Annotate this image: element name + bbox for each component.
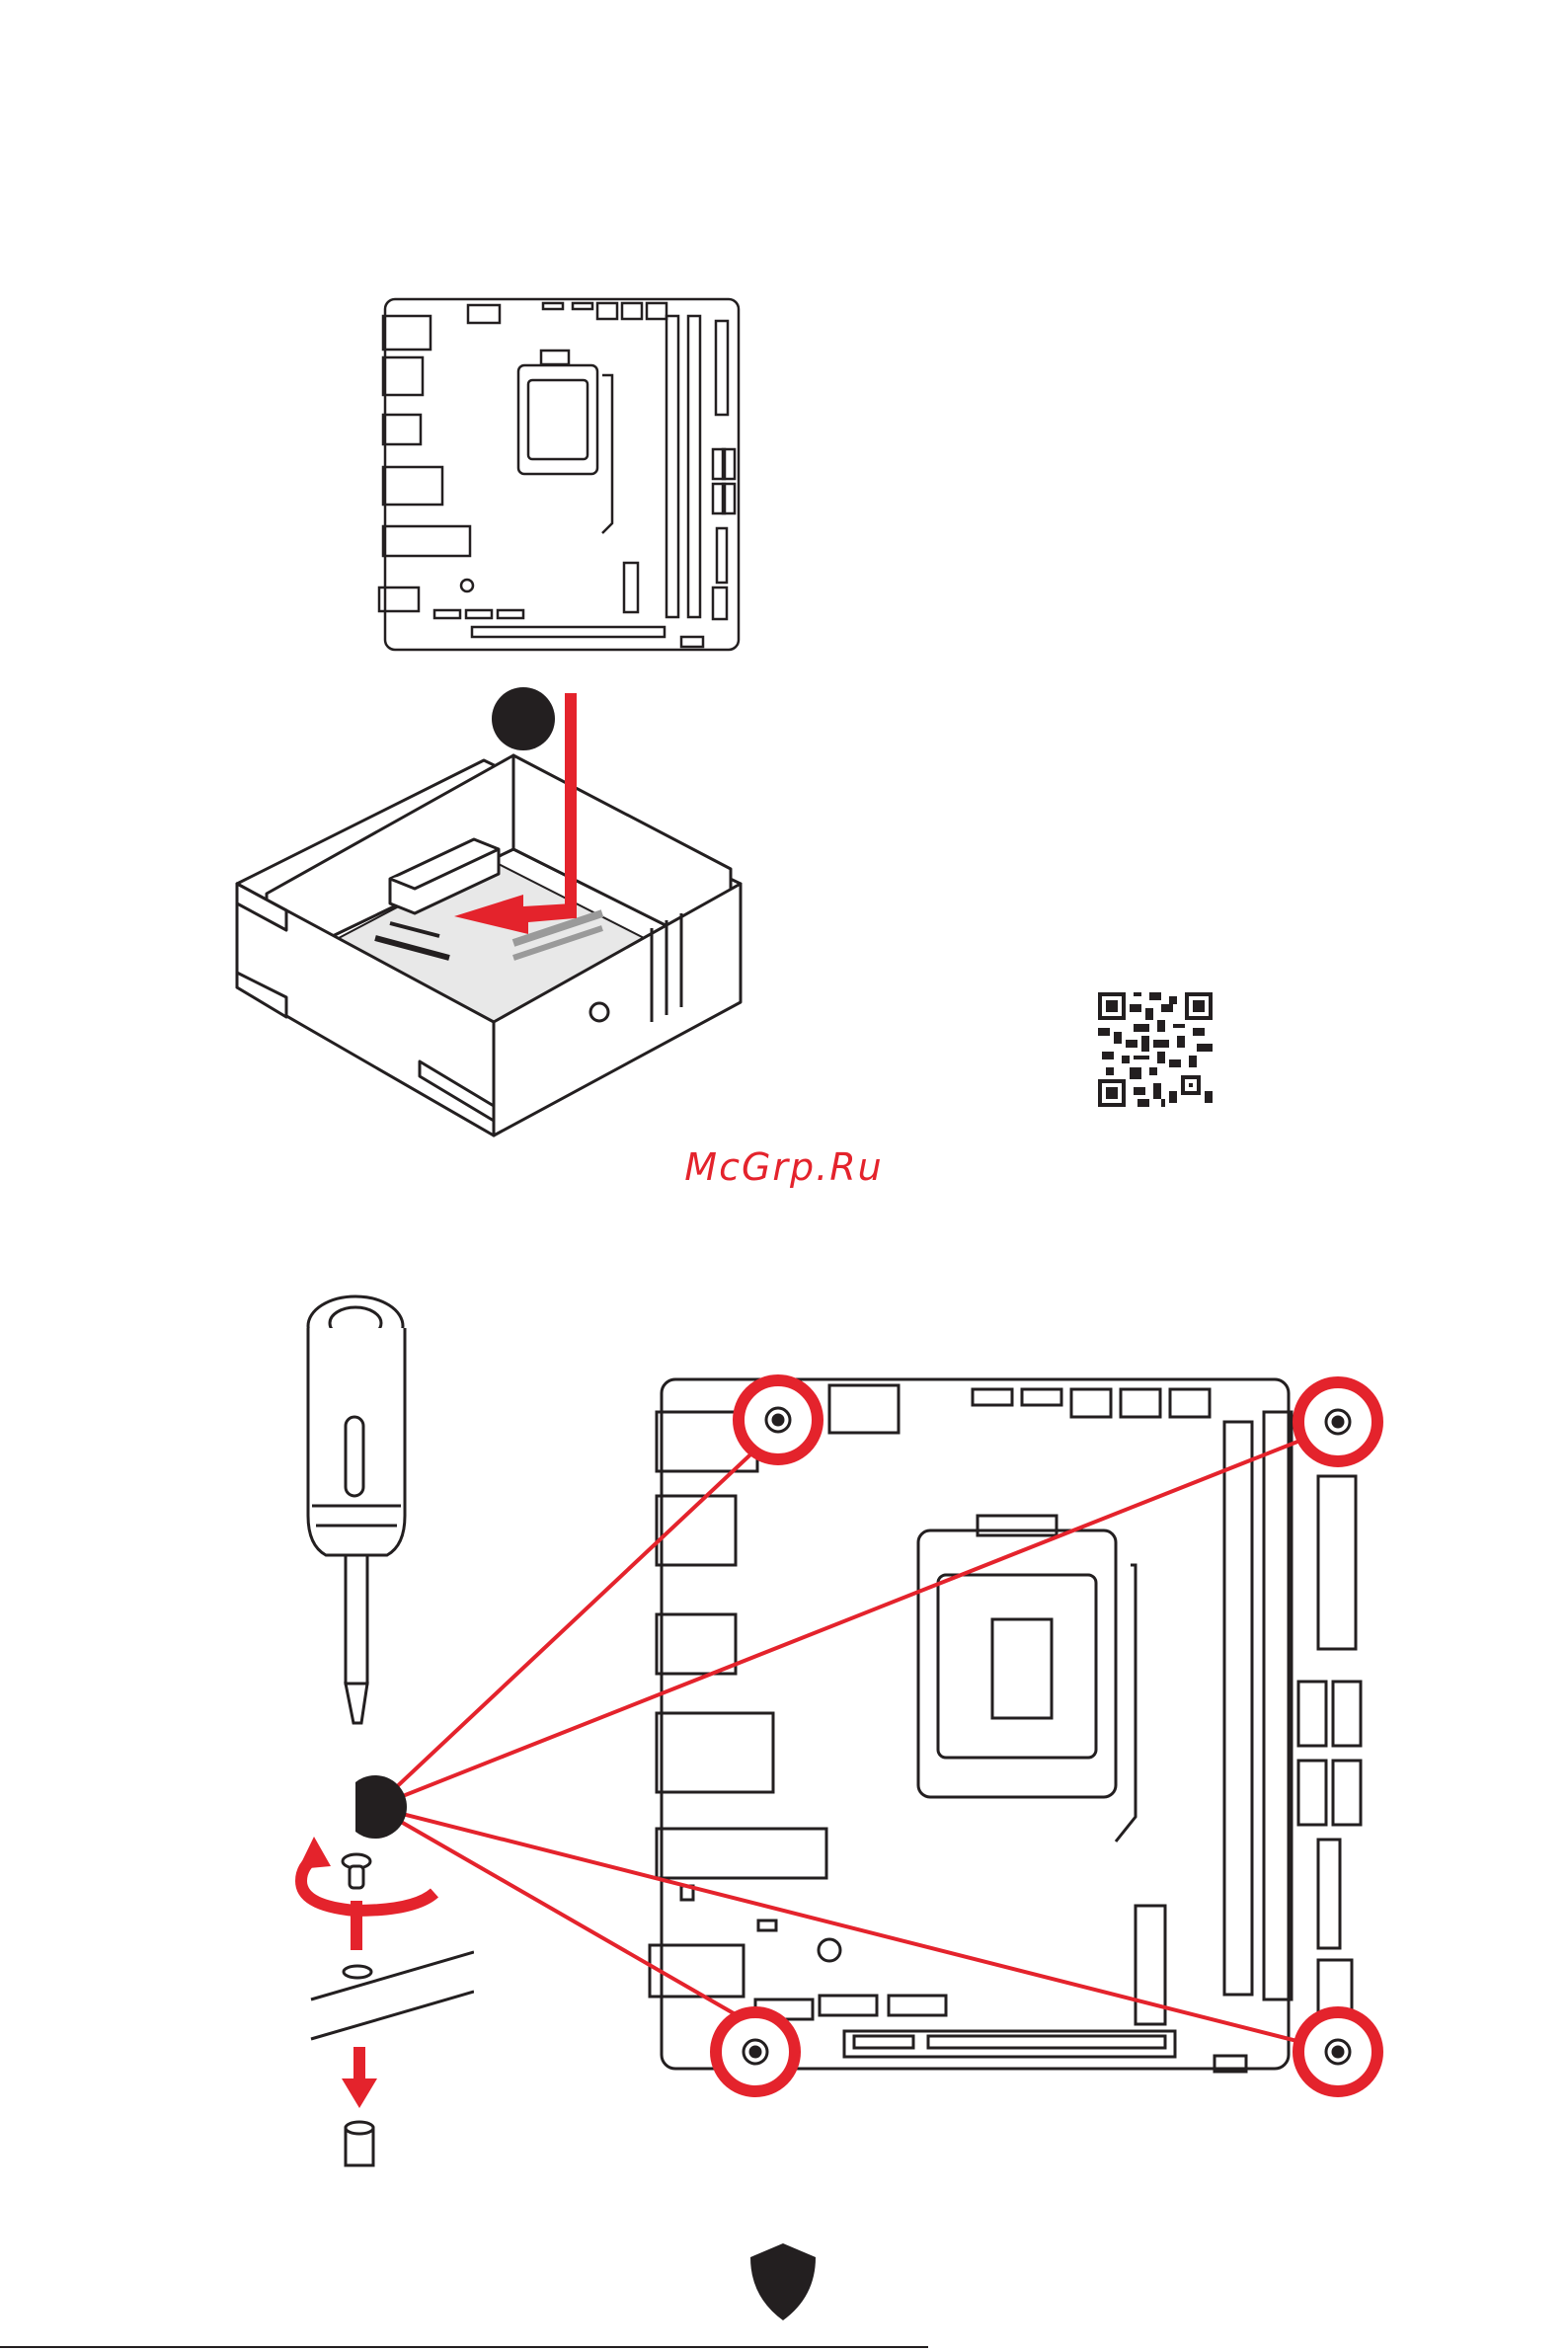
io-port — [383, 467, 442, 505]
down-arrow-shaft — [565, 693, 577, 918]
screw-hole-highlight — [1298, 1382, 1377, 1461]
watermark-text: McGrp.Ru — [0, 1145, 1568, 1189]
dimm-slot — [688, 316, 700, 617]
pcie-slot — [472, 627, 665, 637]
io-port — [383, 357, 423, 395]
io-port — [383, 526, 470, 556]
io-port — [383, 415, 421, 444]
motherboard-top-diagram — [365, 291, 750, 662]
qr-code-icon — [1098, 992, 1213, 1107]
screw-hole-highlight — [1298, 2012, 1377, 2091]
step-marker-1 — [492, 687, 555, 750]
dimm-slot — [1224, 1422, 1252, 1995]
io-port — [383, 316, 431, 350]
screw-hole-highlight — [716, 2012, 795, 2091]
footer-divider — [0, 2346, 928, 2348]
screw-hole-highlight — [739, 1380, 818, 1459]
case-install-diagram — [227, 671, 760, 1145]
motherboard-screw-diagram — [355, 1368, 1402, 2138]
dimm-slot — [666, 316, 678, 617]
msi-shield-logo-icon — [748, 2241, 818, 2322]
